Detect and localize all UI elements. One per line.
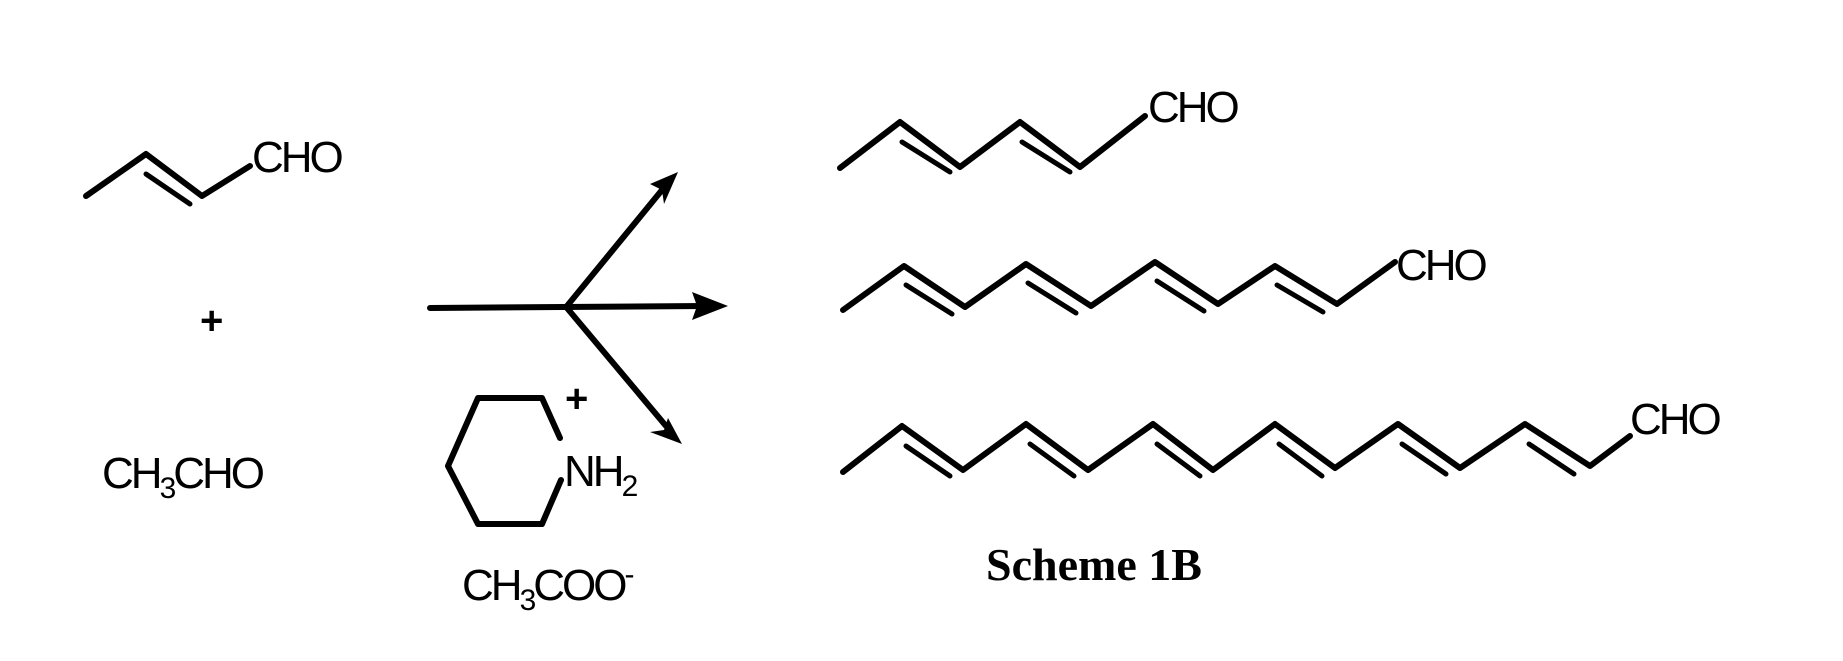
- scheme-caption: Scheme 1B: [986, 539, 1202, 590]
- product-3-cho-label: CHO: [1630, 395, 1721, 444]
- svg-text:NH2: NH2: [564, 447, 638, 503]
- product-2-cho-label: CHO: [1396, 241, 1487, 290]
- cation-charge: +: [565, 377, 588, 421]
- product-1-cho-label: CHO: [1148, 83, 1239, 132]
- anion-prefix: CH: [462, 561, 520, 610]
- arrow-head-middle-icon: [692, 292, 728, 320]
- svg-text:CH3CHO: CH3CHO: [102, 449, 264, 505]
- product-decatetraenal: CHO: [840, 241, 1490, 317]
- reactant-2-suffix: CHO: [173, 449, 264, 498]
- arrow-head-lower-icon: [650, 418, 682, 444]
- anion-charge: -: [624, 558, 633, 591]
- arrow-head-upper-icon: [650, 172, 678, 204]
- plus-sign: +: [200, 299, 223, 343]
- reactant-1-cho-label: CHO: [252, 133, 343, 182]
- piperidine-ring: [445, 395, 564, 527]
- reactant-2-prefix: CH: [102, 449, 160, 498]
- branching-reaction-arrow: [427, 172, 728, 444]
- amine-subscript: 2: [622, 470, 638, 503]
- product-tetradecahexaenal: CHO: [840, 395, 1724, 479]
- svg-text:CH3COO-: CH3COO-: [462, 558, 633, 617]
- anion-suffix: COO: [533, 561, 626, 610]
- reactant-acetaldehyde: CH3CHO: [102, 449, 267, 505]
- arrow-upper-branch: [564, 187, 665, 309]
- arrow-lower-branch: [564, 305, 669, 429]
- amine-label: NH: [564, 447, 622, 496]
- product-hexadienal: CHO: [837, 83, 1242, 175]
- catalyst-piperidinium-acetate: + NH2 CH3COO-: [445, 377, 641, 617]
- reactant-crotonaldehyde: CHO: [83, 133, 346, 207]
